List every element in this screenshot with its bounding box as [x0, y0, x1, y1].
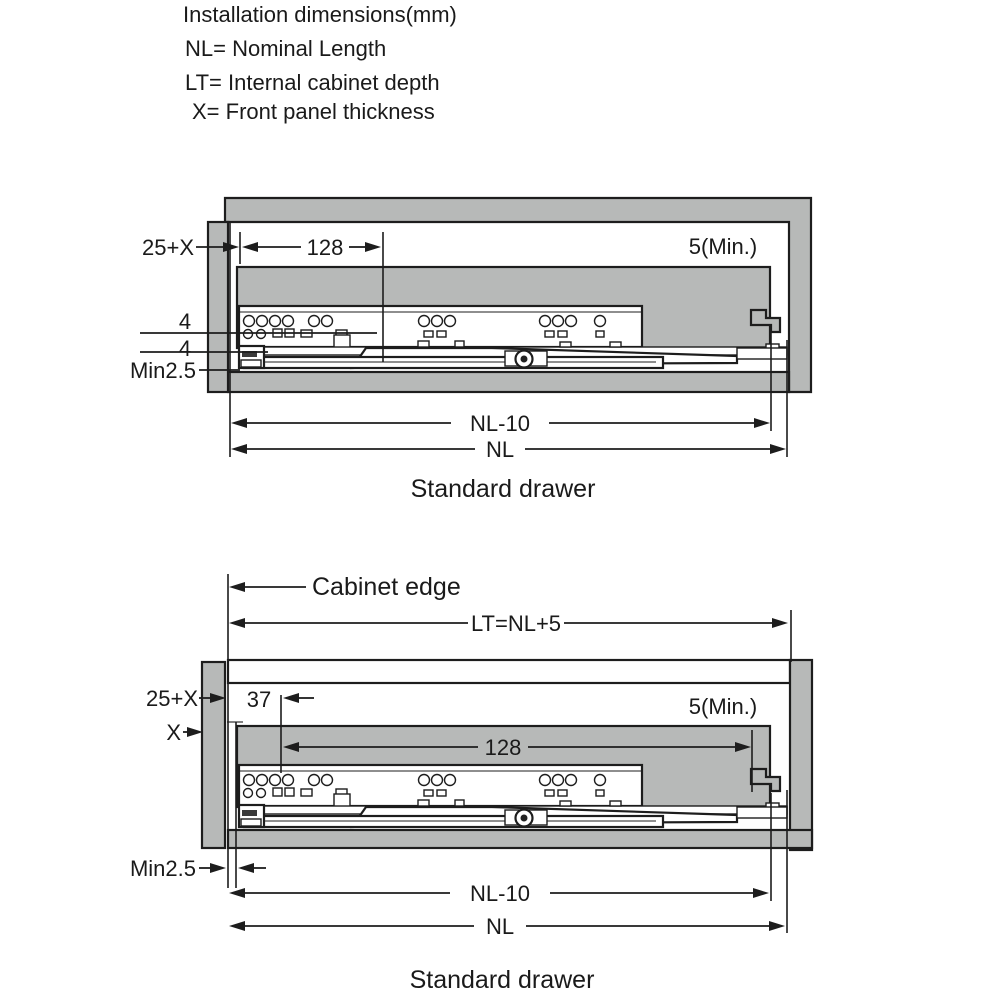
- legend-title: Installation dimensions(mm): [183, 2, 457, 27]
- legend-nl: NL= Nominal Length: [185, 36, 386, 61]
- dim-label: NL: [486, 437, 514, 462]
- dim-cabinet-edge: Cabinet edge: [229, 573, 461, 601]
- dim-nominal-length: NL: [231, 437, 786, 462]
- dim-label: 128: [485, 735, 522, 760]
- dim-rear-clearance: 5(Min.): [689, 234, 757, 259]
- dim-label: NL-10: [470, 411, 530, 436]
- dim-slide-length: NL-10: [231, 411, 770, 436]
- dim-panel-thickness: X: [166, 720, 203, 745]
- top-caption: Standard drawer: [411, 475, 596, 503]
- dim-label: 128: [307, 235, 344, 260]
- bottom-caption: Standard drawer: [410, 966, 595, 994]
- cabinet-bottom-panel: [226, 370, 791, 394]
- top-diagram: 25+X 128 5(Min.) 4 4 Min2.5: [130, 196, 813, 503]
- dim-label: 4: [179, 336, 191, 361]
- legend: Installation dimensions(mm) NL= Nominal …: [183, 2, 457, 124]
- extension-lines: [229, 222, 788, 457]
- dim-label: 37: [247, 687, 271, 712]
- dim-thickness-bottom: 4: [140, 336, 268, 361]
- cabinet-top-panel: [226, 658, 792, 685]
- drawer-front-panel: [206, 220, 230, 394]
- dim-label: NL: [486, 914, 514, 939]
- extension-lines: [227, 574, 792, 933]
- dim-label: 25+X: [146, 686, 198, 711]
- dim-label: X: [166, 720, 181, 745]
- cabinet-back-panel: [788, 658, 814, 852]
- bottom-diagram: Cabinet edge LT=NL+5 25+X 37 X: [130, 573, 814, 994]
- dim-first-hole: 37: [247, 687, 314, 712]
- drawer-front-panel: [200, 660, 227, 850]
- legend-lt: LT= Internal cabinet depth: [185, 70, 440, 95]
- dim-front-offset: 25+X: [142, 235, 239, 260]
- dim-thickness-top: 4: [140, 309, 377, 334]
- dim-label: Min2.5: [130, 358, 196, 383]
- dim-label: Cabinet edge: [312, 573, 461, 601]
- dim-label: LT=NL+5: [471, 611, 561, 636]
- dim-rear-clearance: 5(Min.): [689, 694, 757, 719]
- dim-nominal-length: NL: [229, 914, 785, 939]
- dim-label: 25+X: [142, 235, 194, 260]
- dim-label: Min2.5: [130, 856, 196, 881]
- cabinet-bottom-panel: [226, 828, 814, 850]
- legend-x: X= Front panel thickness: [192, 99, 435, 124]
- dim-bottom-gap: Min2.5: [130, 358, 240, 383]
- dim-label: NL-10: [470, 881, 530, 906]
- dim-hole-pitch: 128: [283, 735, 751, 760]
- dim-slide-length: NL-10: [229, 881, 769, 906]
- dim-hole-pitch: 128: [242, 235, 381, 260]
- dim-internal-depth: LT=NL+5: [229, 611, 788, 636]
- dim-front-gap: Min2.5: [130, 856, 266, 881]
- dim-label: 4: [179, 309, 191, 334]
- dim-front-offset: 25+X: [146, 686, 226, 711]
